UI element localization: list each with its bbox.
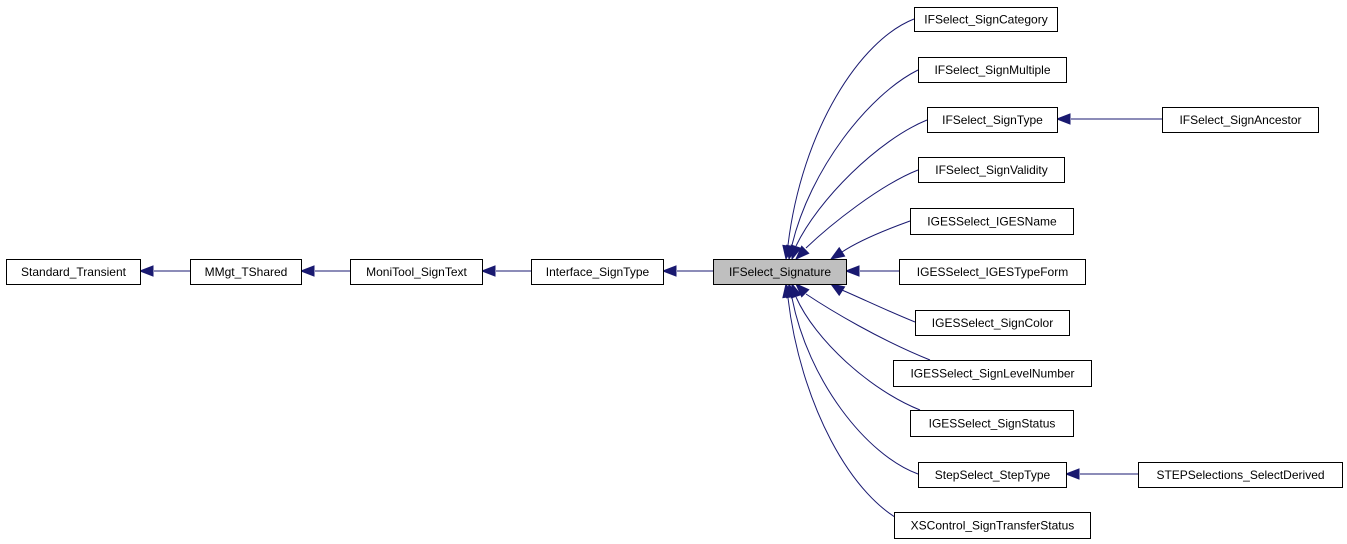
class-node-label: IGESSelect_IGESName <box>927 215 1057 229</box>
edge-igesselect_signstatus-to-ifselect_signature <box>795 296 921 411</box>
class-node-label: IFSelect_SignMultiple <box>934 63 1050 77</box>
class-node-label: MoniTool_SignText <box>366 265 467 279</box>
class-node-box <box>1162 107 1319 133</box>
edge-stepselect_steptype-to-ifselect_signature <box>791 297 919 475</box>
class-node-box <box>915 310 1070 336</box>
class-node-box <box>918 57 1067 83</box>
class-node-box <box>893 360 1092 387</box>
class-node-label: IFSelect_SignAncestor <box>1179 113 1301 127</box>
class-node-box <box>350 259 483 285</box>
class-node-ifselect_signcategory[interactable]: IFSelect_SignCategory <box>914 7 1058 32</box>
arrowhead-xscontrol_signtransferstatus-to-ifselect_signature <box>782 282 794 299</box>
class-node-box <box>914 7 1058 32</box>
edge-ifselect_signcategory-to-ifselect_signature <box>787 18 915 246</box>
nodes-layer: Standard_Transient MMgt_TShared MoniTool_S… <box>6 7 1343 539</box>
class-node-mmgt_tshared[interactable]: MMgt_TShared <box>190 259 302 285</box>
class-node-igesselect_igestypeform[interactable]: IGESSelect_IGESTypeForm <box>899 259 1086 285</box>
class-node-ifselect_signancestor[interactable]: IFSelect_SignAncestor <box>1162 107 1319 133</box>
class-node-label: STEPSelections_SelectDerived <box>1156 468 1324 482</box>
class-node-label: Interface_SignType <box>546 265 650 279</box>
class-node-box <box>1138 462 1343 488</box>
class-node-ifselect_signtype[interactable]: IFSelect_SignType <box>927 107 1058 133</box>
class-node-box <box>918 462 1067 488</box>
class-node-box <box>910 410 1074 437</box>
class-node-box <box>190 259 302 285</box>
arrowhead-igesselect_igesname-to-ifselect_signature <box>829 246 846 260</box>
edge-igesselect_signlevelnumber-to-ifselect_signature <box>805 293 931 361</box>
arrowhead-interface_signtype-to-monitool_signtext <box>480 265 496 277</box>
class-node-ifselect_signvalidity[interactable]: IFSelect_SignValidity <box>918 157 1065 183</box>
class-node-label: IGESSelect_SignColor <box>932 316 1053 330</box>
class-node-igesselect_signcolor[interactable]: IGESSelect_SignColor <box>915 310 1070 336</box>
arrowhead-monitool_signtext-to-mmgt_tshared <box>299 265 315 277</box>
class-node-box <box>713 259 847 285</box>
arrowhead-mmgt_tshared-to-standard_transient <box>138 265 154 277</box>
class-node-box <box>918 157 1065 183</box>
arrowhead-ifselect_signancestor-to-ifselect_signtype <box>1055 113 1071 125</box>
class-node-ifselect_signmultiple[interactable]: IFSelect_SignMultiple <box>918 57 1067 83</box>
class-node-label: IGESSelect_IGESTypeForm <box>917 265 1068 279</box>
class-node-label: MMgt_TShared <box>205 265 288 279</box>
class-node-box <box>6 259 141 285</box>
class-node-monitool_signtext[interactable]: MoniTool_SignText <box>350 259 483 285</box>
class-node-label: IFSelect_Signature <box>729 265 831 279</box>
arrowhead-ifselect_signtype-to-ifselect_signature <box>790 244 802 261</box>
edge-ifselect_signtype-to-ifselect_signature <box>795 119 928 247</box>
class-node-xscontrol_signtransferstatus[interactable]: XSControl_SignTransferStatus <box>894 512 1091 539</box>
edge-ifselect_signmultiple-to-ifselect_signature <box>791 69 919 246</box>
edge-igesselect_signcolor-to-ifselect_signature <box>841 289 916 323</box>
edge-xscontrol_signtransferstatus-to-ifselect_signature <box>787 297 911 526</box>
edges-layer <box>138 18 1162 526</box>
class-node-label: XSControl_SignTransferStatus <box>911 519 1075 533</box>
arrowhead-stepselections_selectderived-to-stepselect_steptype <box>1064 468 1080 480</box>
class-node-label: IFSelect_SignCategory <box>924 13 1047 27</box>
edge-ifselect_signvalidity-to-ifselect_signature <box>805 169 919 249</box>
class-node-box <box>910 208 1074 235</box>
arrowhead-igesselect_signcolor-to-ifselect_signature <box>829 283 846 297</box>
arrowhead-ifselect_signvalidity-to-ifselect_signature <box>795 245 810 260</box>
class-node-igesselect_signlevelnumber[interactable]: IGESSelect_SignLevelNumber <box>893 360 1092 387</box>
class-node-label: StepSelect_StepType <box>935 468 1051 482</box>
class-node-box <box>531 259 664 285</box>
class-node-label: IGESSelect_SignStatus <box>929 417 1056 431</box>
class-node-standard_transient[interactable]: Standard_Transient <box>6 259 141 285</box>
class-node-stepselections_selectderived[interactable]: STEPSelections_SelectDerived <box>1138 462 1343 488</box>
class-node-igesselect_igesname[interactable]: IGESSelect_IGESName <box>910 208 1074 235</box>
class-node-label: IFSelect_SignValidity <box>935 163 1048 177</box>
class-node-box <box>927 107 1058 133</box>
class-node-igesselect_signstatus[interactable]: IGESSelect_SignStatus <box>910 410 1074 437</box>
class-node-stepselect_steptype[interactable]: StepSelect_StepType <box>918 462 1067 488</box>
edge-igesselect_igesname-to-ifselect_signature <box>841 220 911 253</box>
class-node-label: Standard_Transient <box>21 265 127 279</box>
class-node-interface_signtype[interactable]: Interface_SignType <box>531 259 664 285</box>
class-node-label: IGESSelect_SignLevelNumber <box>910 367 1074 381</box>
class-node-ifselect_signature[interactable]: IFSelect_Signature <box>713 259 847 285</box>
class-node-box <box>899 259 1086 285</box>
arrowhead-ifselect_signature-to-interface_signtype <box>661 265 677 277</box>
arrowhead-igesselect_signlevelnumber-to-ifselect_signature <box>795 283 810 298</box>
class-node-box <box>894 512 1091 539</box>
arrowhead-igesselect_igestypeform-to-ifselect_signature <box>844 265 860 277</box>
class-node-label: IFSelect_SignType <box>942 113 1043 127</box>
